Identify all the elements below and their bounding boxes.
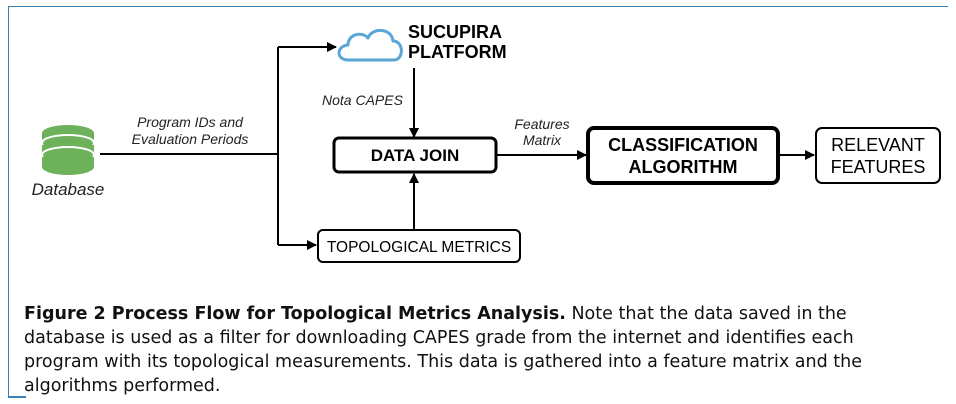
relevant-label-line2: FEATURES — [831, 157, 926, 177]
relevant-features-box — [815, 127, 941, 184]
sucupira-label-line2: PLATFORM — [408, 42, 507, 62]
database-label: Database — [32, 180, 105, 199]
classification-label-line1: CLASSIFICATION — [608, 135, 758, 155]
topological-metrics-label: TOPOLOGICAL METRICS — [327, 239, 511, 256]
figure-frame — [8, 6, 948, 398]
edge-label-features-line2: Matrix — [523, 132, 562, 148]
relevant-label-line1: RELEVANT — [831, 135, 925, 155]
caption-title: Figure 2 Process Flow for Topological Me… — [24, 304, 566, 324]
data-join-label: DATA JOIN — [371, 146, 459, 165]
topological-metrics-box — [317, 229, 521, 263]
data-join-box — [332, 136, 498, 174]
process-flow-diagram: Database SUCUPIRA PLATFORM Program IDs a… — [32, 22, 941, 263]
database-icon — [41, 125, 95, 175]
figure-caption: Figure 2 Process Flow for Topological Me… — [24, 302, 924, 398]
edge-label-nota-capes: Nota CAPES — [322, 92, 404, 108]
caption-text: Note that the data saved in the database… — [24, 304, 862, 396]
edge-label-program-ids-line1: Program IDs and — [137, 114, 244, 130]
classification-algorithm-box — [586, 126, 780, 185]
figure-frame-corner — [8, 396, 26, 398]
edge-label-features-line1: Features — [514, 116, 569, 132]
classification-label-line2: ALGORITHM — [629, 157, 738, 177]
cloud-icon — [337, 29, 403, 62]
sucupira-label-line1: SUCUPIRA — [408, 22, 502, 42]
edge-label-program-ids-line2: Evaluation Periods — [132, 131, 249, 147]
